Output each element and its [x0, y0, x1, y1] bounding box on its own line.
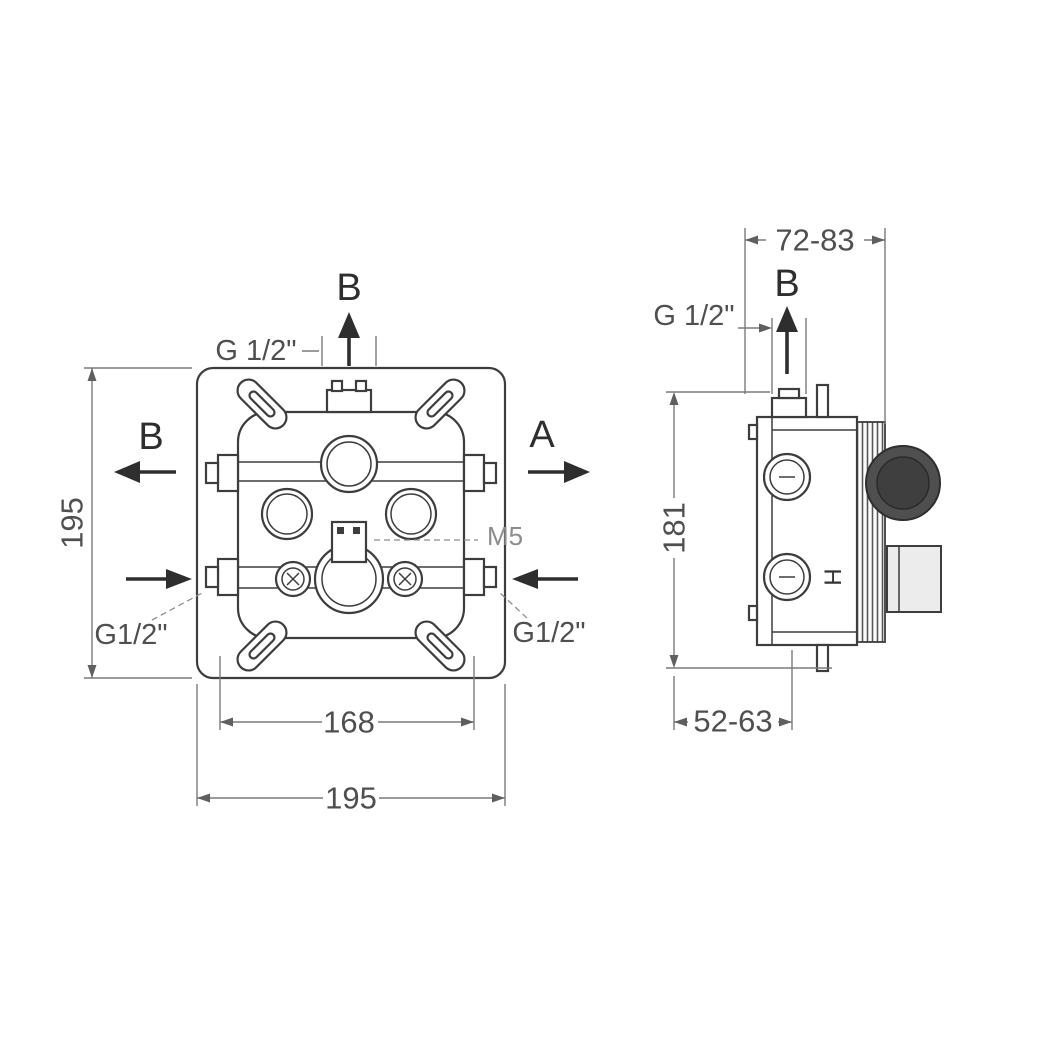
- front-thread-top-label: G 1/2": [215, 335, 296, 367]
- front-outlet-left-label: B: [138, 416, 163, 458]
- front-side-tabs: [204, 453, 498, 597]
- arrow-left-icon: [114, 461, 140, 483]
- front-port-right: [384, 487, 438, 541]
- side-flow-arrow-top: B: [774, 263, 800, 374]
- front-outlet-right-label: A: [529, 414, 555, 456]
- dim-side-depth-top: 72-83: [744, 223, 886, 424]
- side-function-box: [886, 545, 942, 613]
- front-outlet-top-label: B: [336, 267, 361, 309]
- front-screw-block: [330, 520, 368, 564]
- dim-side-depth-bottom: 52-63: [673, 650, 793, 739]
- flow-arrow-right: A: [528, 414, 590, 483]
- flow-arrow-top: B: [336, 267, 362, 366]
- front-inlet-right-label: G1/2": [512, 617, 585, 649]
- flow-arrow-left: B: [114, 416, 176, 483]
- arrow-right-icon: [564, 461, 590, 483]
- dim-front-hole-spacing: 168: [219, 656, 475, 740]
- arrow-left-icon: [512, 569, 538, 589]
- arrow-up-icon: [338, 312, 360, 338]
- front-view: B G 1/2" B A G1/2": [55, 267, 590, 816]
- front-mounting-ears: [236, 378, 466, 672]
- side-depth-top-value: 72-83: [775, 223, 854, 258]
- front-width-value: 195: [325, 781, 377, 816]
- side-screw-top: [815, 383, 830, 419]
- side-outlet-top-label: B: [774, 263, 799, 305]
- arrow-right-icon: [166, 569, 192, 589]
- side-top-fitting: [770, 383, 830, 673]
- front-screw-callout: M5: [374, 521, 523, 551]
- side-thread-top-label: G 1/2": [653, 300, 734, 332]
- front-screw-label: M5: [487, 521, 523, 551]
- front-port-top: [319, 434, 379, 494]
- front-inlet-left-label: G1/2": [94, 619, 167, 651]
- dim-front-height: 195: [55, 367, 192, 679]
- front-top-fitting: [325, 379, 373, 414]
- front-height-value: 195: [55, 497, 90, 549]
- inlet-arrow-right: G1/2": [498, 569, 586, 649]
- front-thread-top-callout: G 1/2": [215, 335, 377, 367]
- front-port-left: [260, 487, 314, 541]
- side-thread-callout: G 1/2": [653, 300, 807, 394]
- side-body: [747, 415, 859, 647]
- side-handle-knob: [865, 445, 941, 521]
- side-screw-bottom: [815, 643, 830, 673]
- side-view: H B G 1/2" 72-83: [653, 223, 942, 739]
- side-height-value: 181: [657, 502, 692, 554]
- arrow-up-icon: [776, 306, 798, 332]
- side-handle-label: H: [819, 568, 846, 585]
- side-depth-bottom-value: 52-63: [693, 704, 772, 739]
- dim-front-width: 195: [196, 684, 506, 816]
- side-ports: [762, 452, 812, 602]
- front-hole-spacing-value: 168: [323, 705, 375, 740]
- inlet-arrow-left: G1/2": [94, 569, 205, 651]
- dim-side-height: 181: [657, 391, 832, 669]
